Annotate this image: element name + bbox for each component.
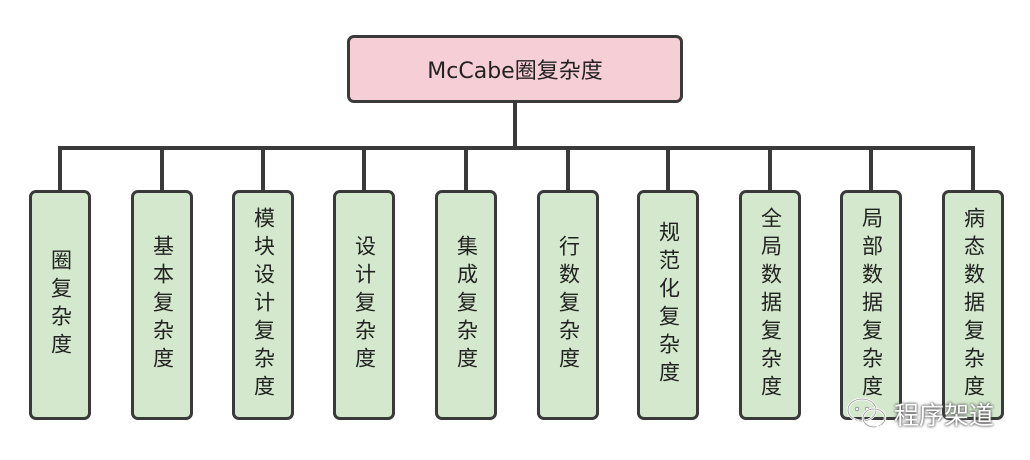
child-node-module-design: 模块设计复杂度: [232, 190, 294, 420]
branch-line: [261, 146, 265, 191]
child-node-normalized: 规范化复杂度: [637, 190, 699, 420]
branch-line: [362, 146, 366, 191]
root-node: McCabe圈复杂度: [347, 35, 683, 103]
branch-line: [666, 146, 670, 191]
branch-line: [971, 146, 975, 191]
child-node-cyclomatic: 圈复杂度: [29, 190, 91, 420]
branch-line: [869, 146, 873, 191]
horizontal-bus-line: [58, 146, 975, 150]
child-node-integration: 集成复杂度: [435, 190, 497, 420]
child-node-local-data: 局部数据复杂度: [840, 190, 902, 420]
watermark: 程序架道: [846, 396, 994, 432]
branch-line: [160, 146, 164, 191]
child-node-global-data: 全局数据复杂度: [739, 190, 801, 420]
child-node-label: 全局数据复杂度: [758, 207, 783, 403]
root-stem-line: [513, 103, 517, 149]
branch-line: [58, 146, 62, 191]
child-node-label: 集成复杂度: [454, 235, 479, 375]
branch-line: [566, 146, 570, 191]
child-node-label: 模块设计复杂度: [251, 207, 276, 403]
branch-line: [464, 146, 468, 191]
wechat-icon: [846, 397, 887, 431]
root-node-label: McCabe圈复杂度: [427, 59, 603, 84]
child-node-label: 圈复杂度: [48, 249, 73, 361]
watermark-text: 程序架道: [894, 401, 995, 430]
child-node-lines: 行数复杂度: [537, 190, 599, 420]
child-node-label: 规范化复杂度: [656, 221, 681, 389]
child-node-label: 局部数据复杂度: [859, 207, 884, 403]
child-node-label: 设计复杂度: [352, 235, 377, 375]
child-node-label: 病态数据复杂度: [961, 207, 986, 403]
child-node-essential: 基本复杂度: [131, 190, 193, 420]
child-node-label: 基本复杂度: [150, 235, 175, 375]
child-node-pathological-data: 病态数据复杂度: [942, 190, 1004, 420]
branch-line: [768, 146, 772, 191]
child-node-design: 设计复杂度: [333, 190, 395, 420]
child-node-label: 行数复杂度: [556, 235, 581, 375]
